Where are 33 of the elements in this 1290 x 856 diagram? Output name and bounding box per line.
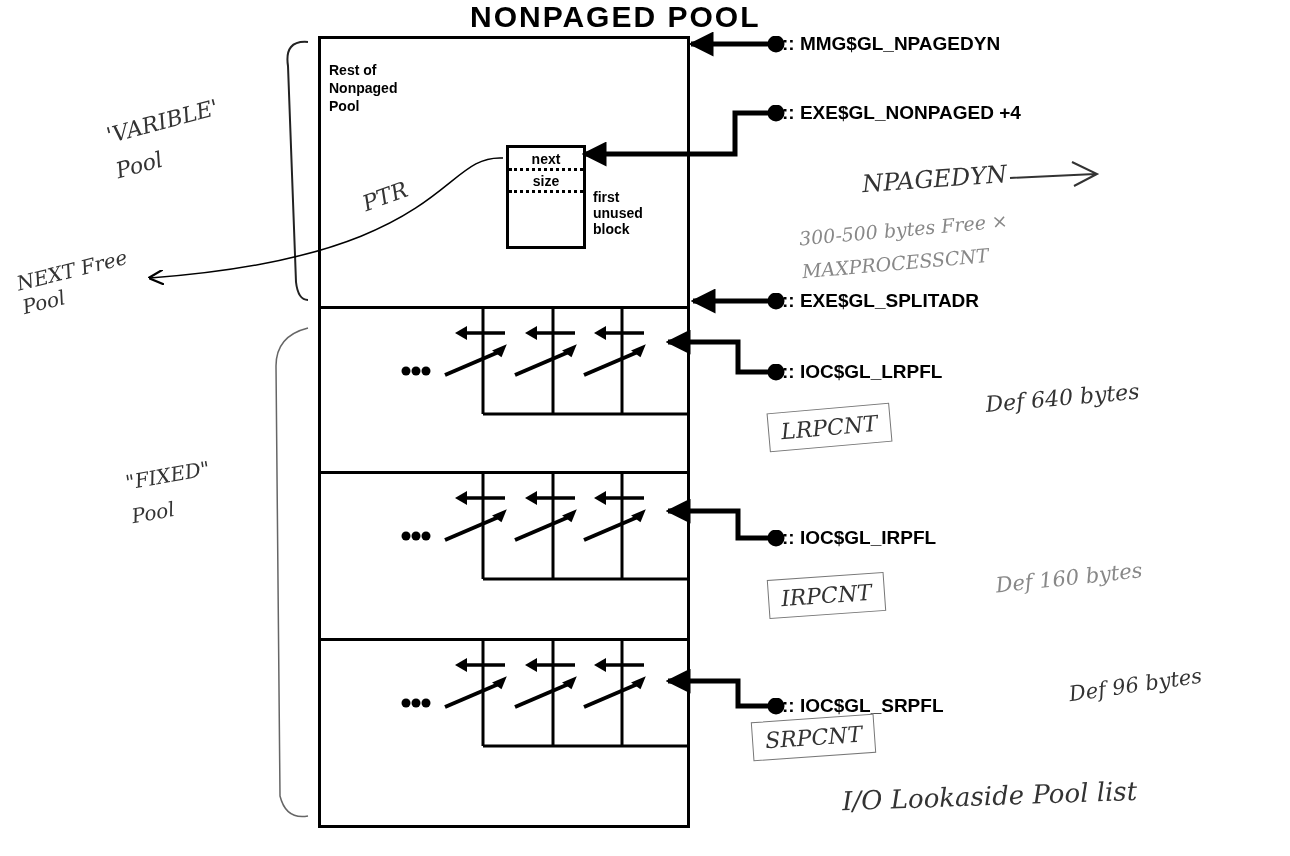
pointer-arrow: [688, 31, 785, 57]
note-box: LRPCNT: [766, 402, 893, 453]
pointer-arrow: [581, 104, 785, 167]
field-label: next: [530, 150, 562, 168]
symbol-label: :: IOC$GL_IRPFL: [782, 526, 937, 550]
handwritten-note: NPAGEDYN: [860, 159, 1009, 201]
symbol-label: :: IOC$GL_LRPFL: [782, 360, 943, 384]
symbol-label: :: EXE$GL_NONPAGED +4: [782, 101, 1021, 125]
symbol-label: :: EXE$GL_SPLITADR: [782, 289, 980, 313]
symbol-label: :: MMG$GL_NPAGEDYN: [782, 32, 1001, 56]
pointer-arrow: [665, 668, 785, 715]
memory-block: [506, 145, 586, 249]
pointer-arrow: [147, 157, 504, 286]
memory-region: [318, 471, 690, 641]
pointer-arrow: [665, 498, 785, 547]
memory-region: [318, 36, 690, 309]
handwritten-note: Def 96 bytes: [1066, 662, 1205, 709]
region-label: Rest of Nonpaged Pool: [329, 61, 399, 115]
handwritten-note: I/O Lookaside Pool list: [841, 774, 1139, 819]
block-caption: first unused block: [593, 189, 644, 237]
handwritten-note: 300-500 bytes Free × MAXPROCESSCNT: [797, 208, 1010, 285]
handwritten-note: Def 640 bytes: [984, 377, 1142, 420]
memory-region: [318, 638, 690, 828]
handwritten-note: Def 160 bytes: [993, 557, 1145, 600]
memory-region: [318, 306, 690, 474]
note-box: IRPCNT: [766, 571, 887, 620]
handwritten-note: "FIXED" Pool: [122, 455, 213, 531]
field-label: size: [531, 172, 561, 190]
note-box: SRPCNT: [750, 713, 877, 762]
title: NONPAGED POOL: [470, 0, 761, 34]
handwritten-note: NEXT Free Pool: [14, 241, 152, 319]
pointer-arrow: [690, 288, 785, 314]
pointer-arrow: [665, 329, 785, 381]
